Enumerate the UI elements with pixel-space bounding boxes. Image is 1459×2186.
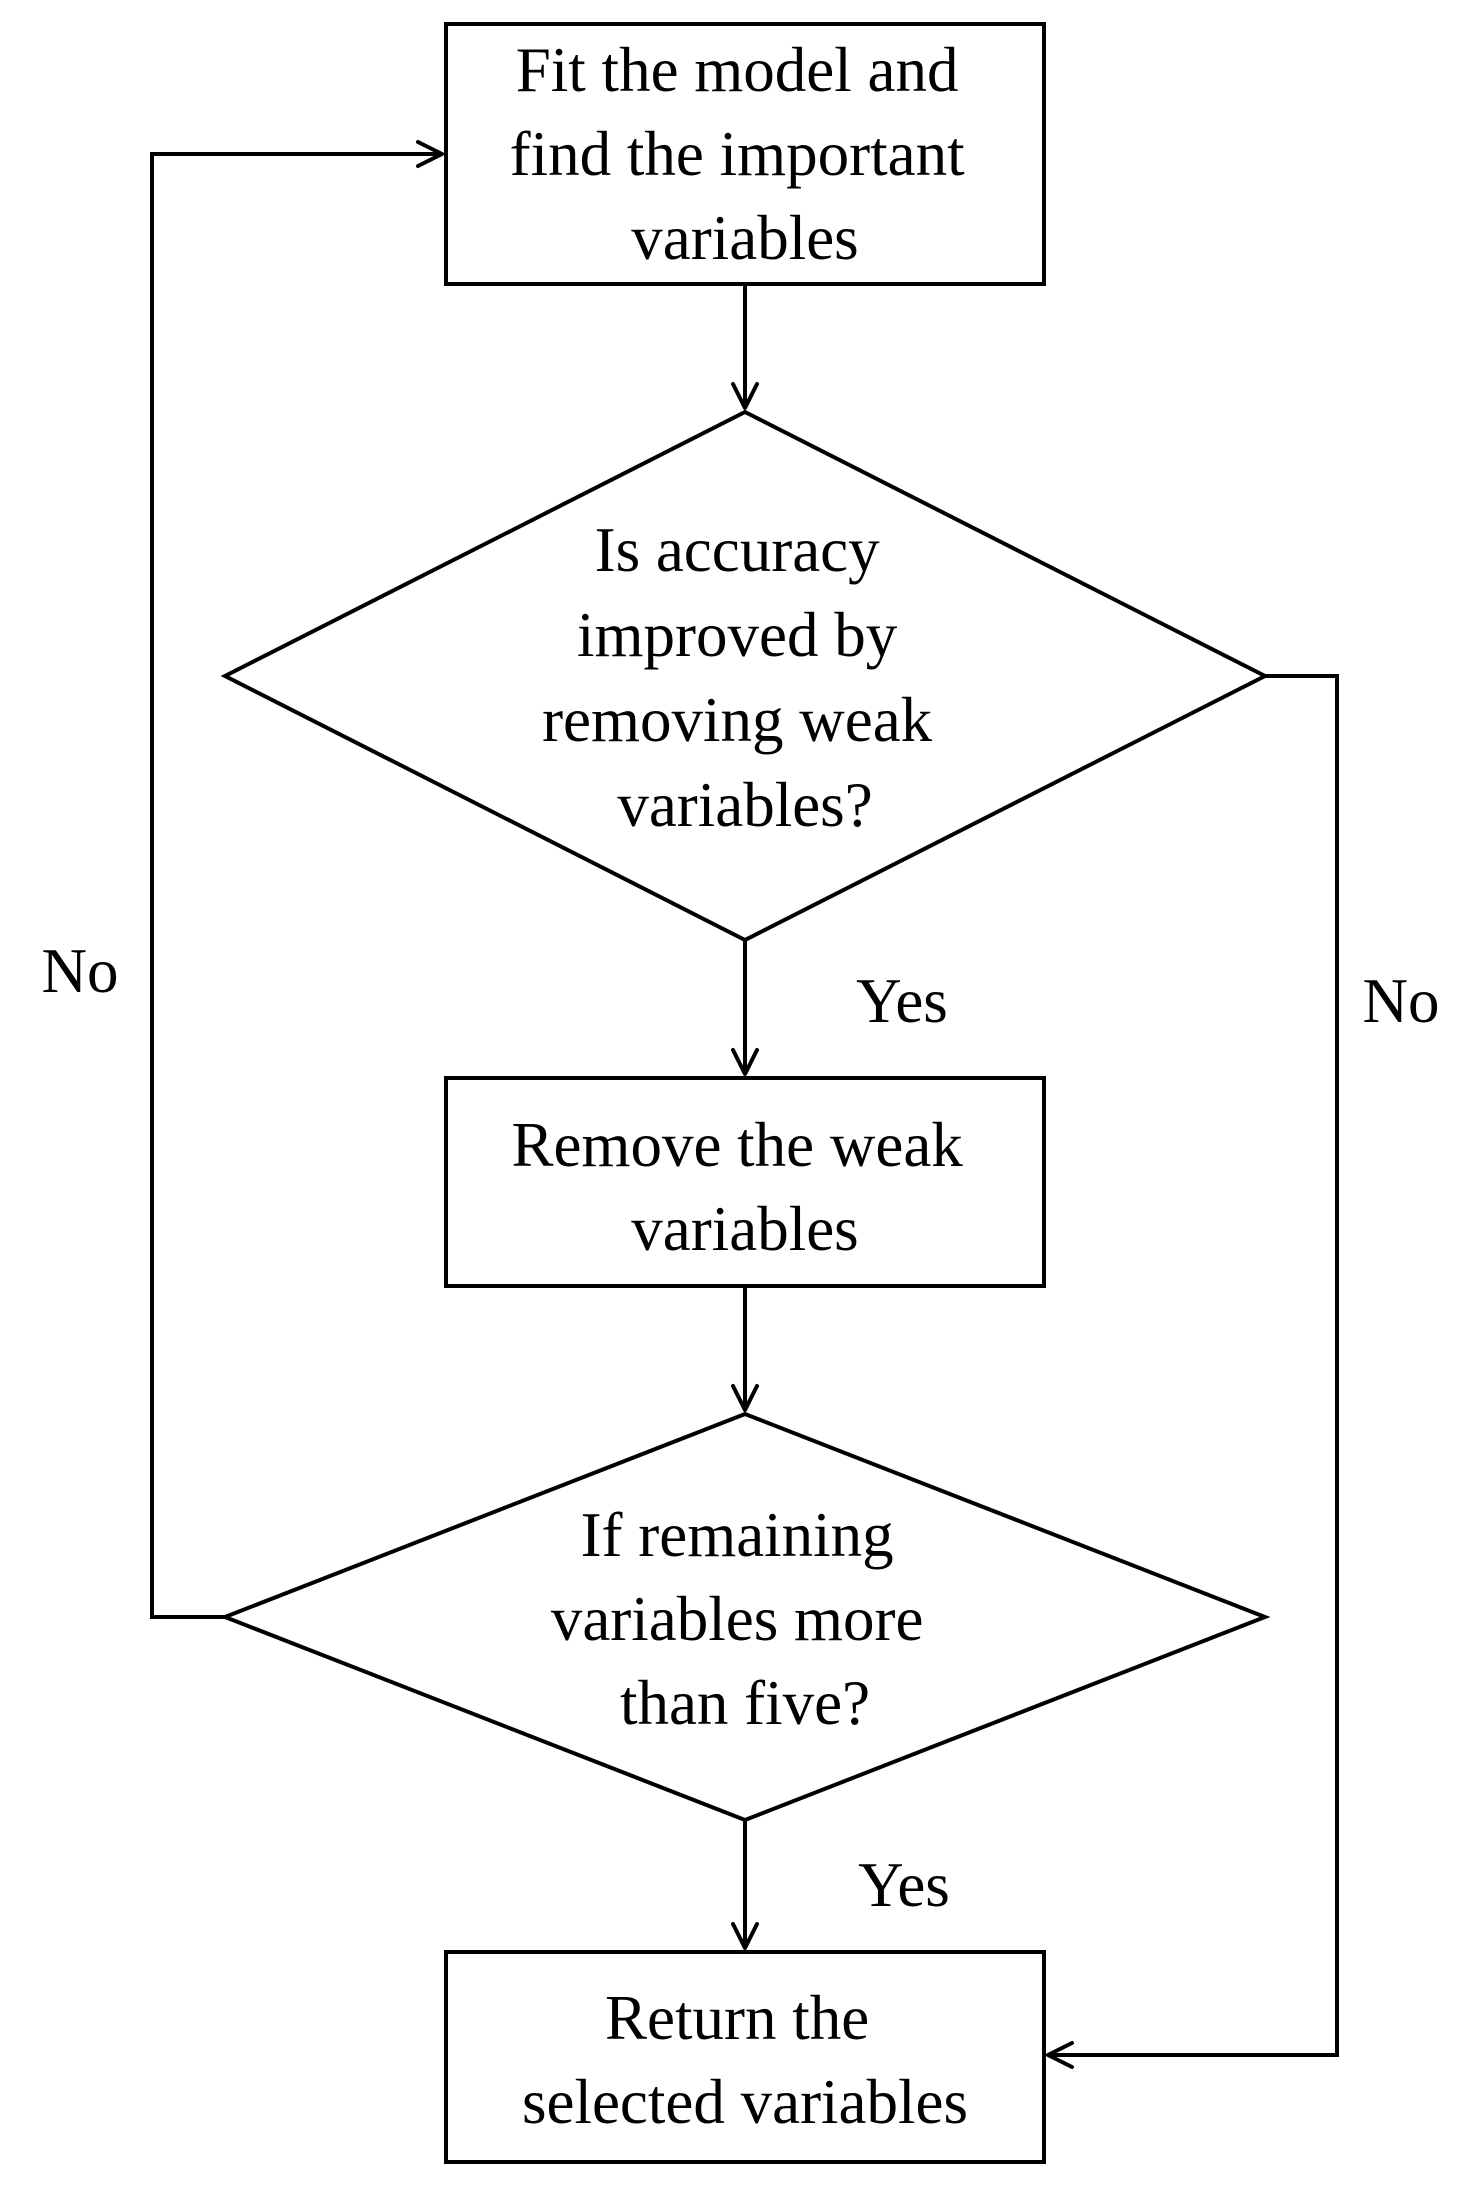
edge-remaining-yes: Yes bbox=[731, 1820, 950, 1950]
edge-accuracy-no-line bbox=[1048, 674, 1339, 2057]
node-remaining-check: If remaining variables more than five? bbox=[219, 1411, 1271, 1823]
node-remaining-check-line-3: than five? bbox=[620, 1668, 870, 1738]
node-fit-model-label: Fit the model and find the important var… bbox=[510, 35, 981, 273]
edge-fit-to-accuracy bbox=[731, 284, 759, 410]
node-remaining-check-label: If remaining variables more than five? bbox=[551, 1500, 939, 1738]
node-return-selected: Return the selected variables bbox=[444, 1950, 1046, 2164]
node-return-selected-box bbox=[444, 1950, 1046, 2164]
edge-accuracy-yes-label: Yes bbox=[856, 966, 948, 1036]
node-accuracy-check: Is accuracy improved by removing weak va… bbox=[220, 409, 1270, 943]
node-fit-model-line-3: variables bbox=[631, 203, 858, 273]
node-remove-weak: Remove the weak variables bbox=[444, 1076, 1046, 1288]
node-remove-weak-box bbox=[444, 1076, 1046, 1288]
edge-accuracy-yes: Yes bbox=[731, 940, 948, 1076]
node-remove-weak-line-2: variables bbox=[631, 1194, 858, 1264]
node-return-selected-line-1: Return the bbox=[605, 1983, 869, 2053]
edge-accuracy-no: No bbox=[1046, 674, 1440, 2069]
node-accuracy-check-label: Is accuracy improved by removing weak va… bbox=[542, 515, 948, 840]
node-remaining-check-line-2: variables more bbox=[551, 1584, 924, 1654]
edge-accuracy-yes-arrowhead bbox=[731, 1048, 759, 1076]
edge-remaining-yes-label: Yes bbox=[858, 1850, 950, 1920]
edge-remove-to-remaining bbox=[731, 1286, 759, 1412]
node-accuracy-check-line-1: Is accuracy bbox=[595, 515, 881, 585]
node-return-selected-line-2: selected variables bbox=[522, 2067, 968, 2137]
node-return-selected-label: Return the selected variables bbox=[522, 1983, 968, 2137]
node-accuracy-check-line-3: removing weak bbox=[542, 685, 933, 755]
node-accuracy-check-line-4: variables? bbox=[617, 770, 872, 840]
node-fit-model-box bbox=[444, 22, 1046, 286]
node-accuracy-check-line-2: improved by bbox=[577, 600, 898, 670]
node-remove-weak-label: Remove the weak variables bbox=[511, 1110, 978, 1264]
node-remaining-check-line-1: If remaining bbox=[581, 1500, 894, 1570]
edge-remove-to-remaining-arrowhead bbox=[731, 1384, 759, 1412]
edge-remaining-no: No bbox=[42, 140, 444, 1619]
edge-remaining-no-line bbox=[150, 152, 442, 1619]
edge-remaining-yes-arrowhead bbox=[731, 1922, 759, 1950]
edge-remaining-no-label: No bbox=[42, 936, 119, 1006]
edge-fit-to-accuracy-arrowhead bbox=[731, 382, 759, 410]
node-accuracy-check-diamond bbox=[220, 409, 1270, 943]
node-fit-model: Fit the model and find the important var… bbox=[444, 22, 1046, 286]
node-fit-model-line-1: Fit the model and bbox=[516, 35, 959, 105]
edge-accuracy-no-label: No bbox=[1363, 966, 1440, 1036]
node-fit-model-line-2: find the important bbox=[510, 119, 965, 189]
edge-accuracy-no-arrowhead bbox=[1046, 2041, 1074, 2069]
edge-remaining-no-arrowhead bbox=[416, 140, 444, 168]
node-remove-weak-line-1: Remove the weak bbox=[511, 1110, 963, 1180]
